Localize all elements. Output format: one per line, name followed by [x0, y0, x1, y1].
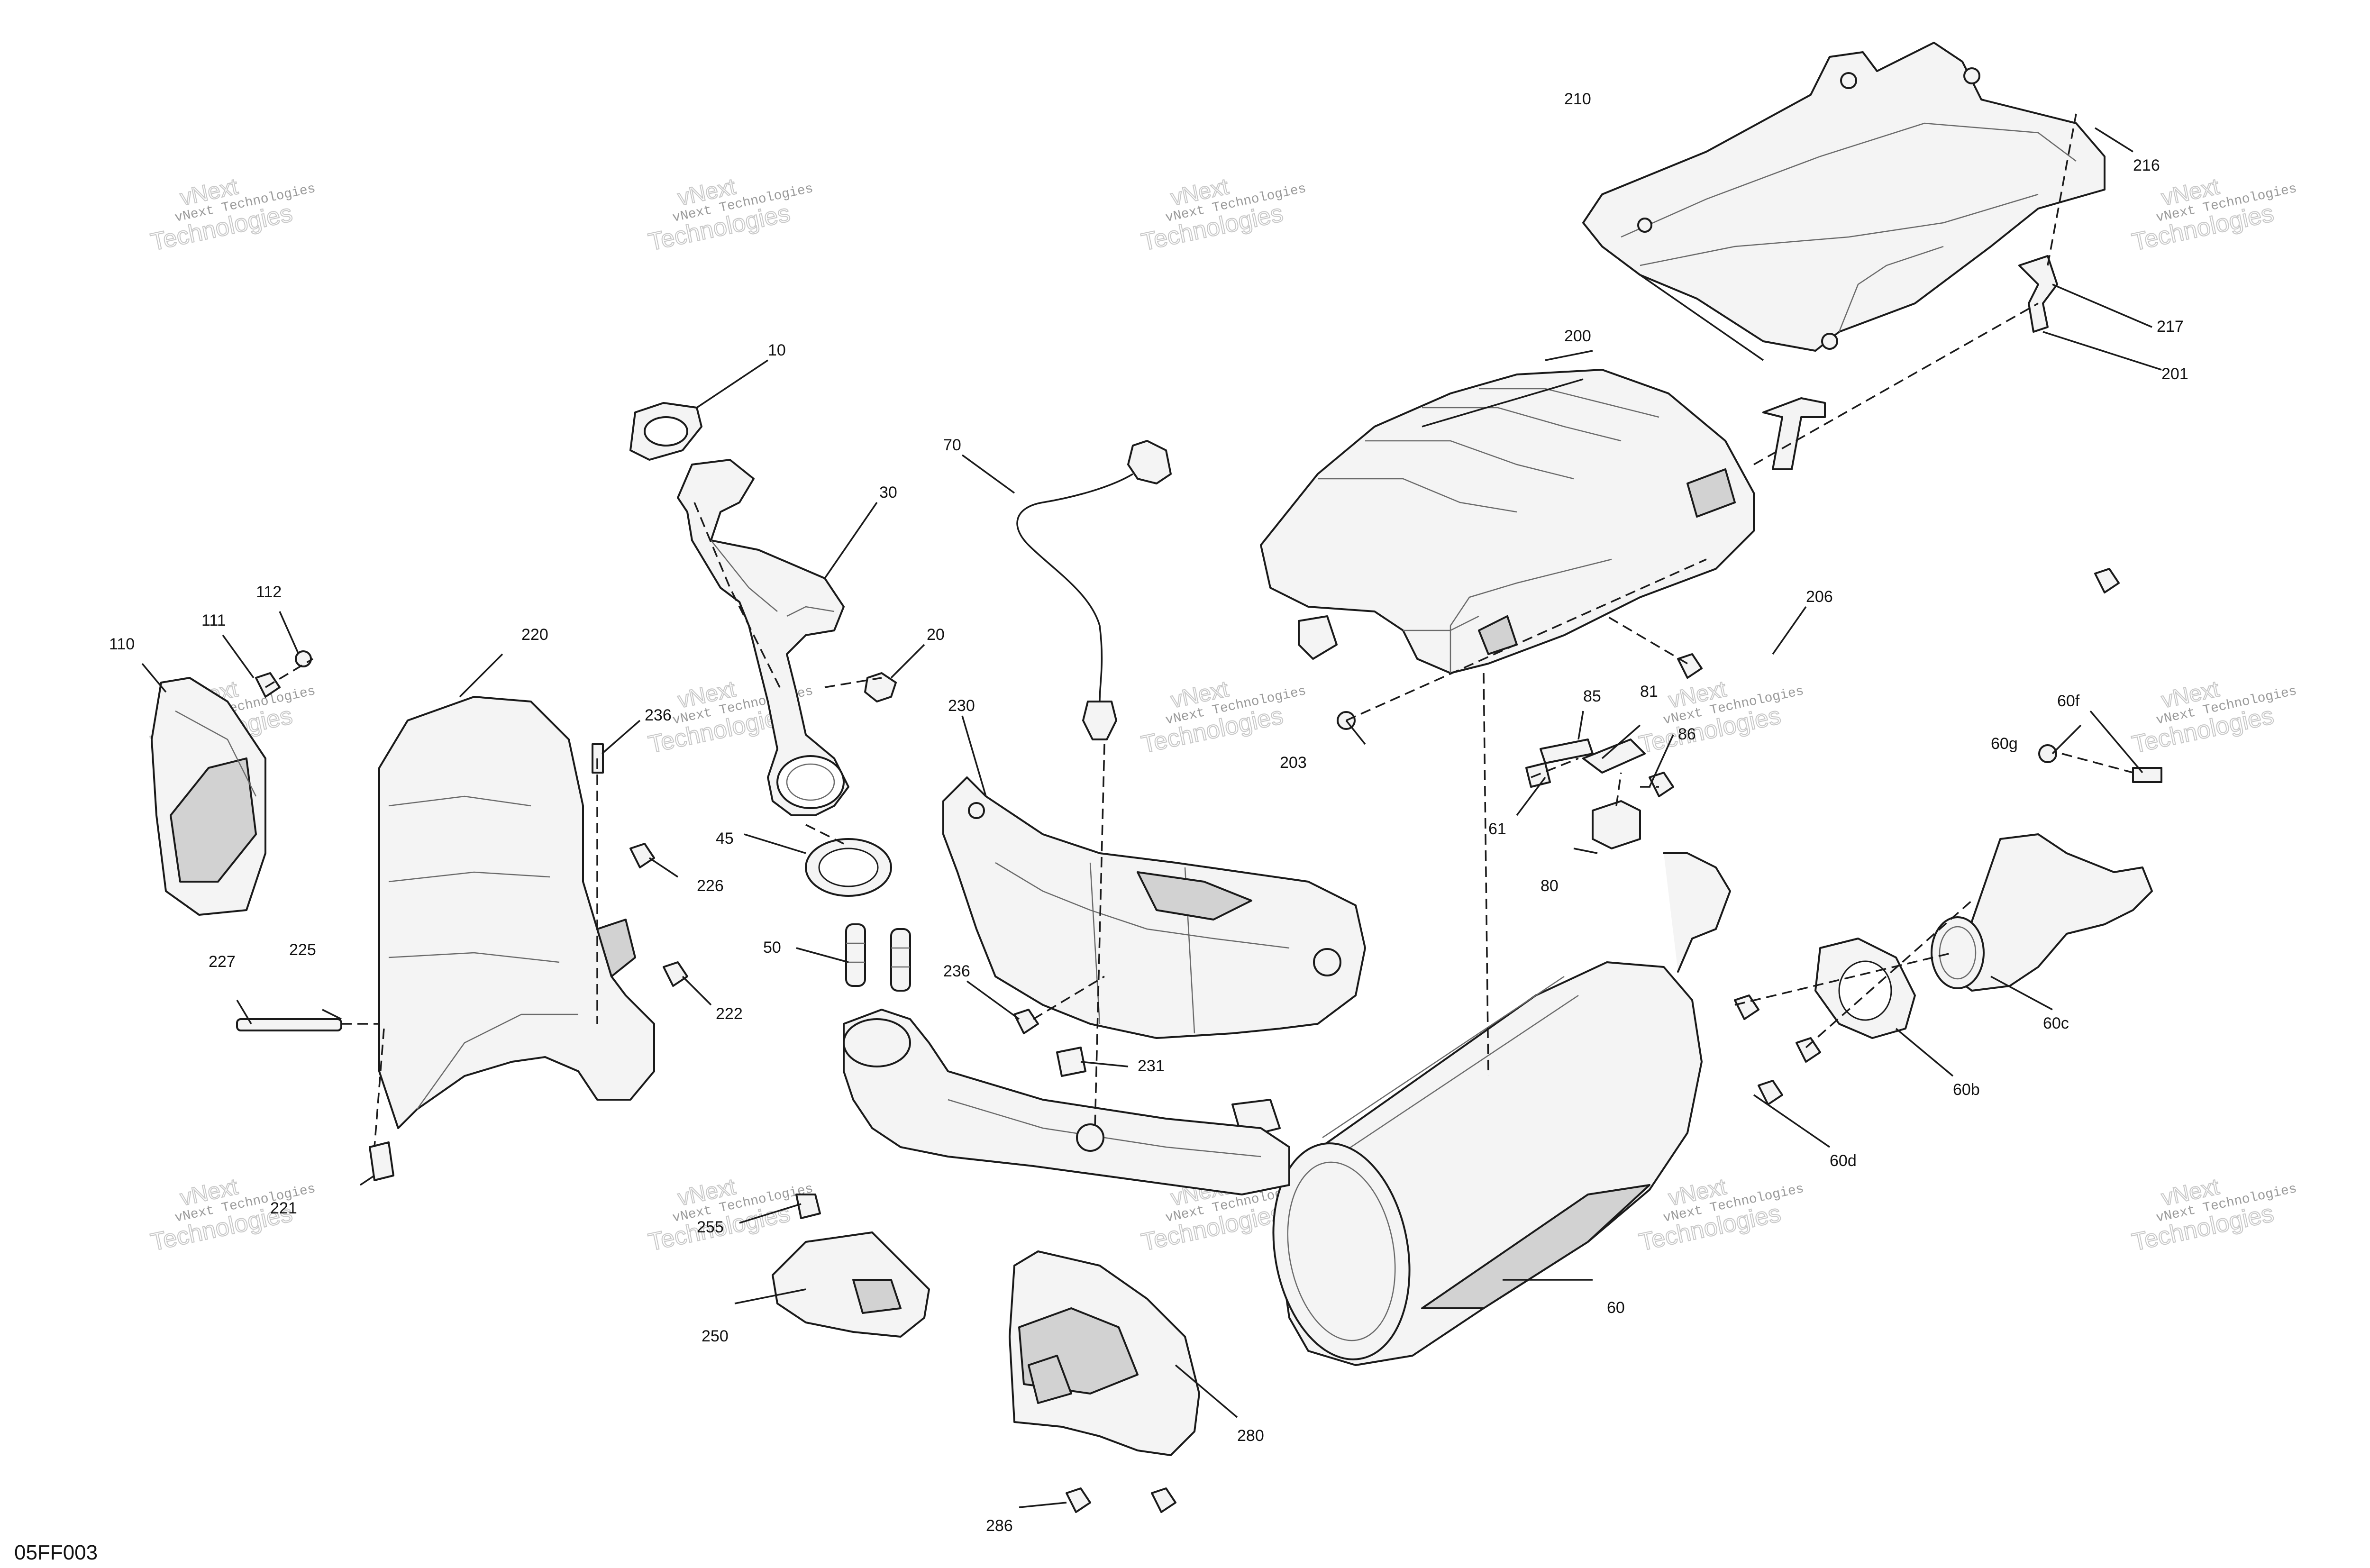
callout-226: 226	[697, 877, 724, 895]
watermark: vNext vNext Technologies Technologies	[1139, 676, 1308, 759]
part-81-bracket	[1582, 738, 1646, 774]
callout-200: 200	[1564, 327, 1591, 345]
part-220-side-heat-shield	[378, 696, 655, 1129]
part-230-mid-heat-shield	[942, 776, 1366, 1039]
part-200-muffler-heat-shield	[1260, 369, 1755, 674]
part-10-gasket	[629, 402, 702, 461]
part-60c-tailpipe	[1931, 833, 2153, 992]
callout-81: 81	[1640, 683, 1658, 701]
callout-210: 210	[1564, 90, 1591, 108]
watermark: vNext vNext Technologies Technologies	[646, 173, 815, 256]
callout-225: 225	[289, 941, 316, 959]
callout-230: 230	[948, 697, 975, 715]
callout-20: 20	[927, 626, 945, 644]
part-60b-gasket	[1814, 938, 1916, 1039]
callout-60g: 60g	[1991, 735, 2018, 753]
callout-60d: 60d	[1830, 1152, 1857, 1170]
callout-220: 220	[521, 626, 548, 644]
part-60-muffler	[1231, 852, 1731, 1366]
diagram-code: 05FF003	[14, 1541, 98, 1564]
part-20-nut	[864, 672, 897, 702]
callout-30: 30	[879, 483, 897, 501]
callout-250: 250	[702, 1327, 729, 1345]
part-30-header-pipe	[677, 459, 849, 816]
callout-60f: 60f	[2057, 692, 2080, 710]
part-110-end-cover	[151, 677, 266, 916]
callout-216: 216	[2133, 156, 2160, 174]
callout-255: 255	[697, 1218, 724, 1236]
callout-206: 206	[1806, 588, 1833, 606]
watermark: vNext vNext Technologies Technologies	[1636, 676, 1805, 759]
callout-227: 227	[209, 953, 236, 971]
callout-80: 80	[1540, 877, 1559, 895]
callout-201: 201	[2161, 365, 2188, 383]
callout-286: 286	[986, 1517, 1013, 1535]
part-exhaust-pipe-lower	[843, 1009, 1290, 1195]
part-210-upper-heat-shield	[1582, 42, 2106, 352]
watermark: vNext vNext Technologies Technologies	[2129, 1174, 2298, 1257]
part-50-springs	[845, 923, 911, 992]
callout-222: 222	[716, 1005, 743, 1023]
part-70-oxygen-sensor	[1016, 440, 1172, 740]
alignment-lines	[265, 113, 2133, 1148]
callout-50: 50	[763, 939, 781, 957]
watermark: vNext vNext Technologies Technologies	[1139, 173, 1308, 256]
callout-70: 70	[943, 436, 961, 454]
part-250-shield	[772, 1231, 930, 1338]
part-45-seal-ring	[805, 838, 892, 897]
callout-112: 112	[256, 583, 282, 601]
callout-221: 221	[270, 1199, 297, 1217]
part-201-bracket	[1762, 255, 2058, 470]
callout-60: 60	[1607, 1299, 1625, 1317]
part-80-rubber-mount	[1592, 800, 1641, 849]
callout-217: 217	[2157, 318, 2184, 336]
callout-111: 111	[201, 611, 226, 629]
watermark: vNext vNext Technologies Technologies	[148, 173, 317, 256]
watermark: vNext vNext Technologies Technologies	[2129, 676, 2298, 759]
callout-236-upper: 236	[645, 706, 672, 724]
callout-60b: 60b	[1953, 1081, 1980, 1099]
callouts: 10 30 20 45 50 70 230 200 210 216 217 20…	[109, 90, 2188, 1535]
leader-lines	[141, 127, 2162, 1508]
callout-86: 86	[1678, 725, 1696, 743]
callout-60c: 60c	[2043, 1014, 2069, 1032]
callout-45: 45	[716, 830, 734, 848]
callout-85: 85	[1583, 687, 1601, 705]
callout-280: 280	[1237, 1427, 1264, 1445]
callout-10: 10	[768, 341, 786, 359]
callout-203: 203	[1280, 754, 1307, 772]
part-280-shield	[1009, 1250, 1200, 1456]
hardware	[236, 568, 2162, 1513]
callout-236-lower: 236	[943, 962, 970, 980]
callout-61: 61	[1488, 820, 1506, 838]
callout-110: 110	[109, 635, 135, 653]
callout-231: 231	[1138, 1057, 1165, 1075]
